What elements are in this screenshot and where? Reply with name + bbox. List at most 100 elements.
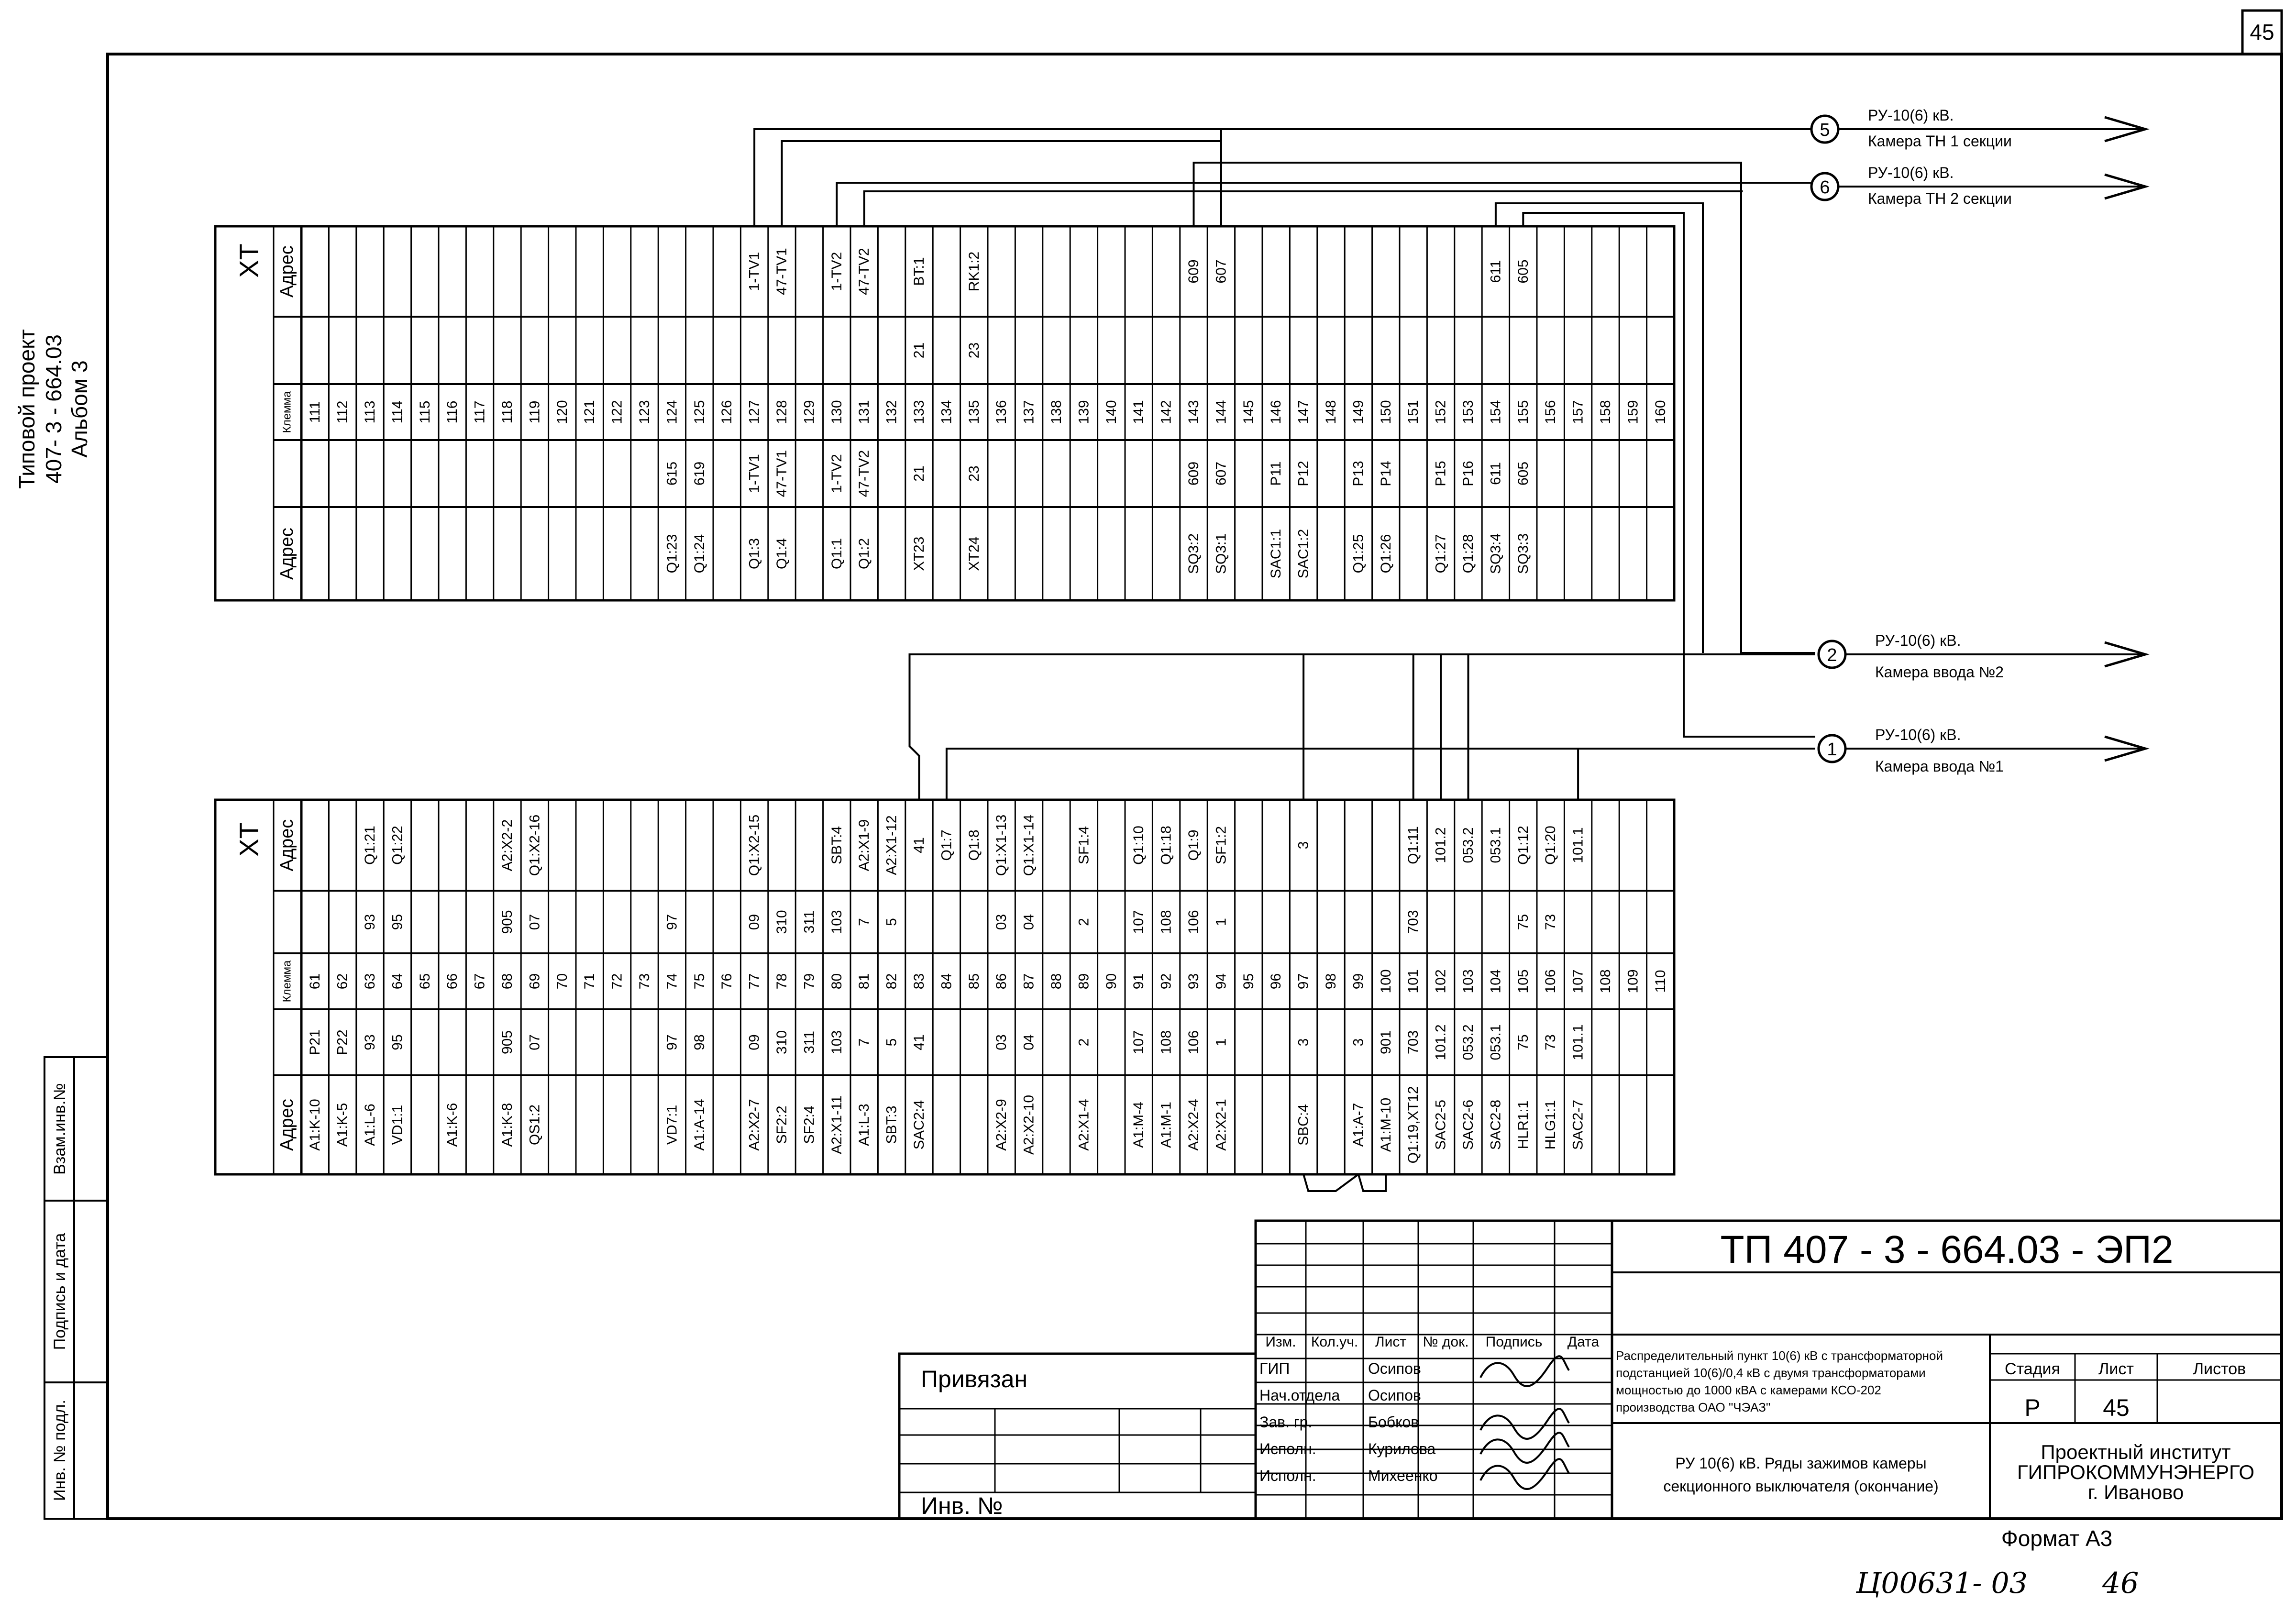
terminal-address-top: 607 [1213,259,1229,283]
privyazan-frame [898,1352,1257,1520]
terminal-number: 85 [966,973,982,989]
tb-role: Исполн. [1259,1440,1316,1457]
terminal-address-top: SF1:4 [1076,826,1092,864]
terminal-number: 109 [1625,969,1641,993]
terminal-address-top: 053.2 [1460,827,1476,863]
terminal-wire-bottom: 607 [1213,462,1229,486]
org-name: Проектный институт [2041,1441,2230,1463]
terminal-address-bottom: SBC:4 [1296,1104,1312,1146]
terminal-wire-bottom: 101.2 [1433,1024,1449,1060]
addr-label-top: Адрес [277,819,297,872]
terminal-address-bottom: A2:X2-7 [747,1099,762,1150]
terminal-number: 63 [362,973,378,989]
terminal-number: 123 [637,400,652,424]
terminal-number: 157 [1570,400,1586,424]
terminal-address-top: 47-TV1 [774,248,790,295]
terminal-number: 91 [1131,973,1147,989]
terminal-wire-bottom: 611 [1488,462,1503,485]
strip-title: ХТ [234,243,264,278]
terminal-wire-top: 108 [1159,910,1174,934]
terminal-number: 81 [856,973,872,989]
terminal-wire-bottom: 053.2 [1460,1024,1476,1060]
strip-title: ХТ [234,822,264,857]
terminal-address-top: 101.2 [1433,827,1449,863]
terminal-wire-bottom: 103 [829,1030,845,1054]
terminal-wire-top: 106 [1186,910,1202,934]
terminal-address-top: 3 [1296,841,1312,850]
side-project-label: Типовой проект 407- 3 - 664.03 Альбом 3 [14,329,92,489]
stage-value: Р [2024,1394,2040,1421]
tb-header: Лист [1375,1334,1406,1350]
terminal-number: 73 [637,973,652,989]
terminal-number: 124 [664,400,680,424]
terminal-number: 113 [362,401,378,424]
terminal-address-top: 053.1 [1488,827,1503,863]
terminal-address-top: Q1:7 [938,829,954,861]
terminal-address-bottom: A1:M-4 [1131,1102,1147,1148]
tb-role: Нач.отдела [1259,1387,1340,1404]
terminal-wire-top: 703 [1405,910,1421,934]
page-number: 45 [2250,20,2274,44]
addr-label-top: Адрес [277,245,297,298]
terminal-number: 96 [1268,973,1284,989]
tb-sheet-title: РУ 10(6) кВ. Ряды зажимов камеры [1675,1455,1926,1472]
terminal-address-bottom: VD1:1 [389,1105,405,1145]
wiring [753,128,1815,1192]
terminal-address-top: RK1:2 [966,252,982,291]
terminal-wire-bottom: 73 [1543,1034,1558,1050]
terminal-number: 141 [1131,400,1147,424]
terminal-address-bottom: A1:K-8 [499,1103,515,1147]
klemma-label: Клемма [281,391,294,433]
org-name: ГИПРОКОММУНЭНЕРГО [2017,1461,2254,1483]
terminal-number: 140 [1104,400,1119,424]
strip-frame [214,225,1676,602]
org-name: г. Иваново [2088,1481,2184,1503]
tb-header: Кол.уч. [1311,1334,1358,1350]
terminal-number: 156 [1543,400,1558,424]
terminal-wire-bottom: 107 [1131,1030,1147,1054]
terminal-address-top: Q1:11 [1405,826,1421,864]
terminal-number: 104 [1488,969,1503,993]
tb-name: Михеенко [1368,1467,1438,1484]
destination-line1: РУ-10(6) кВ. [1875,632,1961,649]
terminal-number: 62 [335,973,351,989]
tb-role: Исполн. [1259,1467,1316,1484]
terminal-address-bottom: A2:X2-10 [1021,1095,1037,1155]
terminal-number: 159 [1625,400,1641,424]
destination-number: 1 [1827,740,1837,760]
terminal-number: 74 [664,973,680,989]
terminal-address-bottom: SAC2-6 [1460,1100,1476,1150]
terminal-number: 87 [1021,973,1037,989]
terminal-number: 145 [1241,400,1257,424]
terminal-number: 82 [884,973,900,989]
terminal-number: 102 [1433,969,1449,993]
terminal-number: 149 [1350,400,1366,424]
terminal-address-bottom: SAC1:1 [1268,529,1284,578]
terminal-number: 114 [389,401,405,424]
tb-header: Изм. [1265,1334,1296,1350]
terminal-number: 76 [719,973,735,989]
terminal-wire-bottom: 7 [856,1038,872,1047]
terminal-address-bottom: QS1:2 [527,1104,542,1145]
terminal-wire-bottom: P12 [1296,461,1312,486]
terminal-number: 64 [389,973,405,989]
destination-number: 5 [1820,120,1830,140]
terminal-address-bottom: A2:X2-1 [1213,1099,1229,1150]
terminal-wire-bottom: P13 [1350,461,1366,486]
terminal-number: 61 [307,973,323,989]
terminal-wire-bottom: 2 [1076,1038,1092,1047]
terminal-address-bottom: XT24 [966,537,982,571]
wire [1303,1173,1359,1192]
terminal-address-top: 1-TV2 [829,252,845,291]
tb-role: Зав. гр. [1259,1413,1312,1431]
terminal-number: 129 [801,400,817,424]
terminal-number: 93 [1186,973,1202,989]
destination-line1: РУ-10(6) кВ. [1875,726,1961,743]
stage-label: Стадия [2005,1360,2060,1378]
format-label: Формат А3 [2001,1526,2112,1551]
terminal-address-bottom: SAC2:4 [911,1100,927,1149]
privyazan-label: Привязан [921,1366,1027,1392]
terminal-wire-top: 73 [1543,914,1558,930]
terminal-address-bottom: SQ3:4 [1488,533,1503,574]
